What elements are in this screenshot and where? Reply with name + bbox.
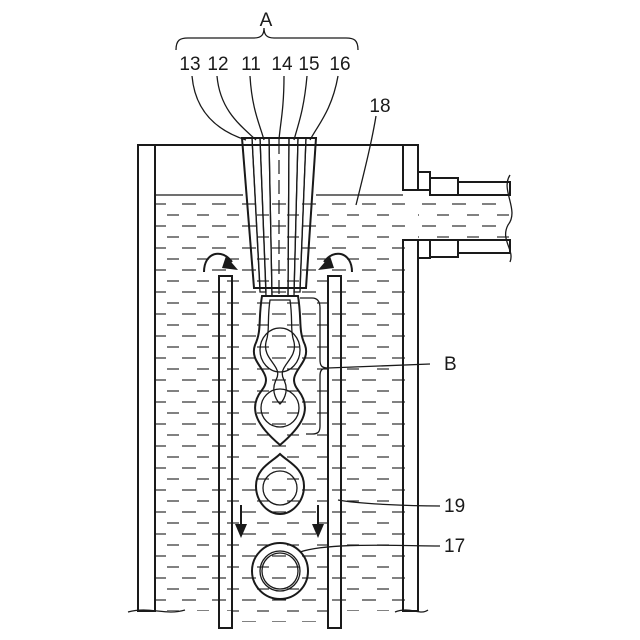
- outlet-liquid: [418, 195, 510, 239]
- label-11: 11: [241, 54, 261, 75]
- label-12: 12: [207, 54, 228, 75]
- tank-left-wall: [138, 145, 155, 611]
- label-group-a: A: [260, 10, 273, 31]
- label-region-b: B: [444, 354, 457, 375]
- nozzle-leaders: [192, 76, 338, 140]
- label-18: 18: [369, 96, 390, 117]
- leader-18: [356, 116, 376, 205]
- label-14: 14: [271, 54, 293, 75]
- tank-right-wall-upper: [403, 145, 418, 190]
- tank-right-wall-lower: [403, 240, 418, 611]
- label-13: 13: [179, 54, 200, 75]
- label-16: 16: [329, 54, 350, 75]
- label-15: 15: [298, 54, 319, 75]
- brace-a: [176, 28, 358, 50]
- label-19: 19: [444, 496, 465, 517]
- label-17: 17: [444, 536, 465, 557]
- inner-tube: [219, 276, 341, 628]
